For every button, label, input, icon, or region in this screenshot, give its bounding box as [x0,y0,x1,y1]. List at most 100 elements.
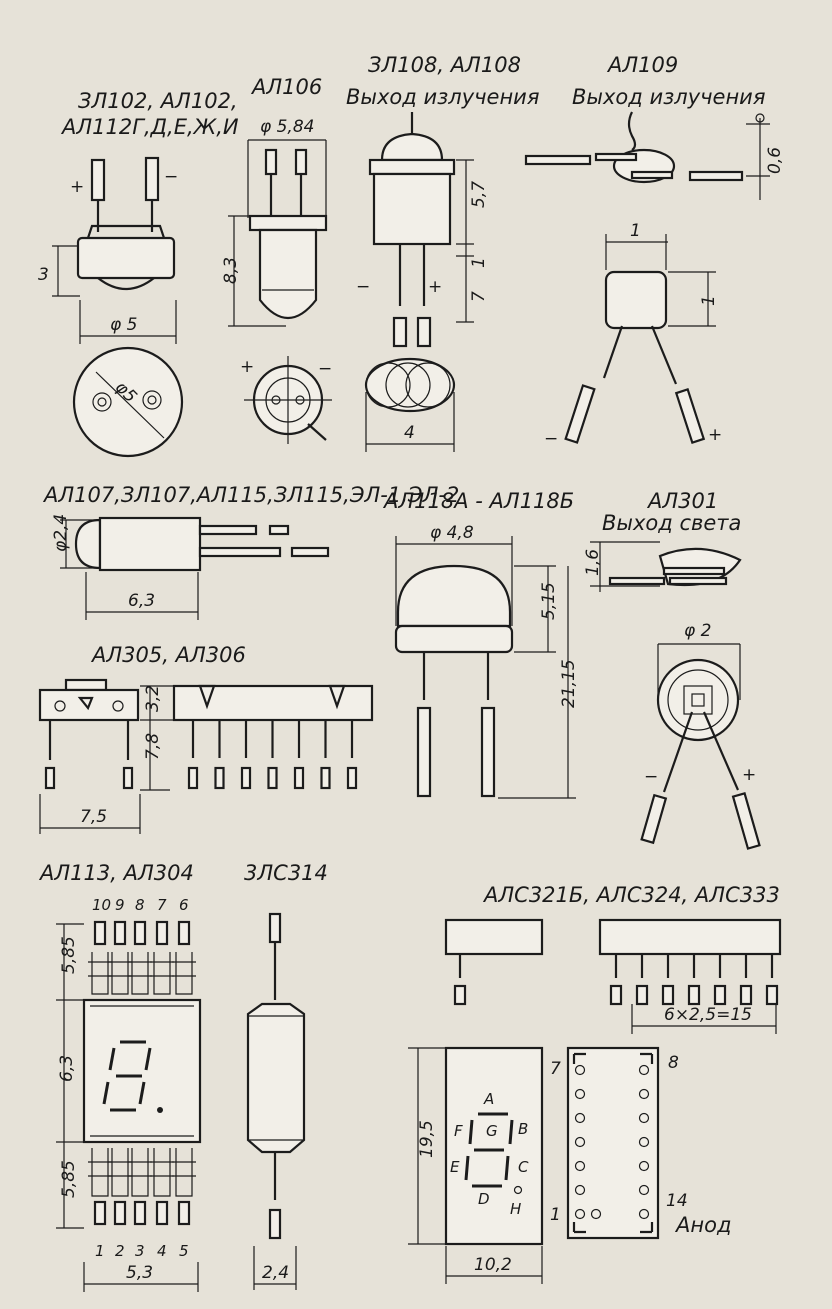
al113-lead-bottom [128,1148,152,1197]
al118-base [394,624,514,654]
zl108-dim-4: 4 [404,423,415,443]
al113-pin-bottom [113,1200,127,1226]
al107-lead-bottom [198,546,282,558]
al113-pin-bottom [155,1200,169,1226]
al106-lens [258,228,318,319]
al113-pin-label-top: 10 [92,896,111,914]
al109-output-label: Выход излучения [572,85,765,109]
al301-top-view [656,658,740,742]
al301-minus: − [644,767,658,787]
als321-dim-6x25: 6×2,5=15 [664,1005,752,1025]
al106-lead-right [294,148,308,176]
al113-dim-53: 5,3 [126,1263,153,1283]
al113-pins-bottom [88,1148,196,1226]
als321-pin-8: 8 [668,1053,679,1073]
al113-lead-top [88,952,112,995]
al301-plus: + [742,765,756,785]
als321-hole-right [638,1064,650,1076]
als321-anode-label: Анод [674,1213,731,1237]
al113-pin-bottom [177,1200,191,1226]
al107-body [98,516,202,572]
als321-seg-a: A [483,1090,494,1108]
al305-pin [346,766,358,790]
al107-title: АЛ107,ЗЛ107,АЛ115,ЗЛ115,ЭЛ-1,ЭЛ-2 [42,483,459,507]
al113-pin-top [133,920,147,946]
als321-hole-right [638,1160,650,1172]
al102-minus: − [164,167,178,187]
zls314-drawing: 3ЛС314 2,4 [244,861,328,1290]
al106-plus: + [240,357,254,377]
als321-pin [635,984,649,1006]
al113-body [82,998,202,1144]
al106-dim-phi584: φ 5,84 [260,117,314,137]
als321-hole-right [638,1136,650,1148]
als321-pin [609,984,623,1006]
al102-dim-3: 3 [38,265,49,285]
al107-lead-top [198,524,258,536]
als321-hole-left [574,1136,586,1148]
al107-drawing: АЛ107,ЗЛ107,АЛ115,ЗЛ115,ЭЛ-1,ЭЛ-2 φ2,4 6… [42,483,459,620]
zl108-plus: + [428,277,442,297]
al113-pin-label-bottom: 2 [115,1242,125,1260]
al113-lead-top [150,952,174,995]
al102-drawing: ЗЛ102, АЛ102, АЛ112Г,Д,Е,Ж,И + − 3 φ 5 φ… [38,89,239,458]
zl108-dim-7: 7 [469,291,489,302]
al301-output-label: Выход света [602,511,741,535]
als321-seg-b: B [518,1120,528,1138]
al107-lead-bottom-end [290,546,330,558]
als321-pin-row [609,954,779,1006]
al102-subtitle: АЛ112Г,Д,Е,Ж,И [60,115,239,139]
al109-dim-1-side: 1 [699,295,719,306]
zl108-dome [380,132,444,162]
al305-title: АЛ305, АЛ306 [90,643,246,667]
als321-hole-right [638,1088,650,1100]
al107-lead-top-end [268,524,290,536]
al118-title: АЛ118А - АЛ118Б [382,489,574,513]
als321-hole-right [638,1184,650,1196]
al113-pin-bottom [133,1200,147,1226]
zl108-minus: − [356,277,370,297]
al305-pin [293,766,305,790]
als321-title: АЛС321Б, АЛС324, АЛС333 [482,883,780,907]
al118-dim-phi48: φ 4,8 [430,523,474,543]
al113-lead-bottom [150,1148,174,1197]
al113-pin-label-bottom: 3 [135,1242,145,1260]
al109-lead-right [688,170,744,182]
al305-pin [267,766,278,790]
zls314-lead-bottom [268,1208,282,1240]
al113-pin-top [113,920,127,946]
al109-lead-left2 [594,152,638,162]
al305-pin [187,766,199,790]
als321-drawing: АЛС321Б, АЛС324, АЛС333 6×2,5=15 19,5 10… [408,883,782,1284]
al113-pin-label-bottom: 1 [95,1242,105,1260]
zl108-lead-left [392,316,408,348]
al301-lead-down-right [731,791,761,850]
als321-hole-right [638,1208,650,1220]
zls314-dim-24: 2,4 [262,1263,289,1283]
als321-front-body [598,918,782,956]
al102-body [76,236,176,280]
als321-hole-left [574,1208,586,1220]
al301-lead-a [608,576,666,586]
al301-lead-c [668,576,728,586]
al113-title: АЛ113, АЛ304 [38,861,194,885]
al107-dim-63: 6,3 [128,591,155,611]
zls314-lead-top [268,912,282,944]
al301-drawing: АЛ301 Выход света 1,6 φ 2 − + [583,489,761,850]
al305-dim-32: 3,2 [143,685,163,712]
al301-dim-16: 1,6 [583,549,603,576]
zls314-body [246,1002,306,1154]
als321-pin [739,984,753,1006]
al109-lead-down-right [674,388,706,444]
als321-hole-left [574,1160,586,1172]
al305-cap [64,678,108,692]
al109-lead-right1 [630,170,674,180]
al113-pins-top [88,920,196,995]
al106-lead-left [264,148,278,176]
als321-hole-left [574,1112,586,1124]
al113-lead-top [108,952,132,995]
al102-dim-phi5: φ 5 [110,315,137,335]
al113-dim-63: 6,3 [57,1055,77,1082]
